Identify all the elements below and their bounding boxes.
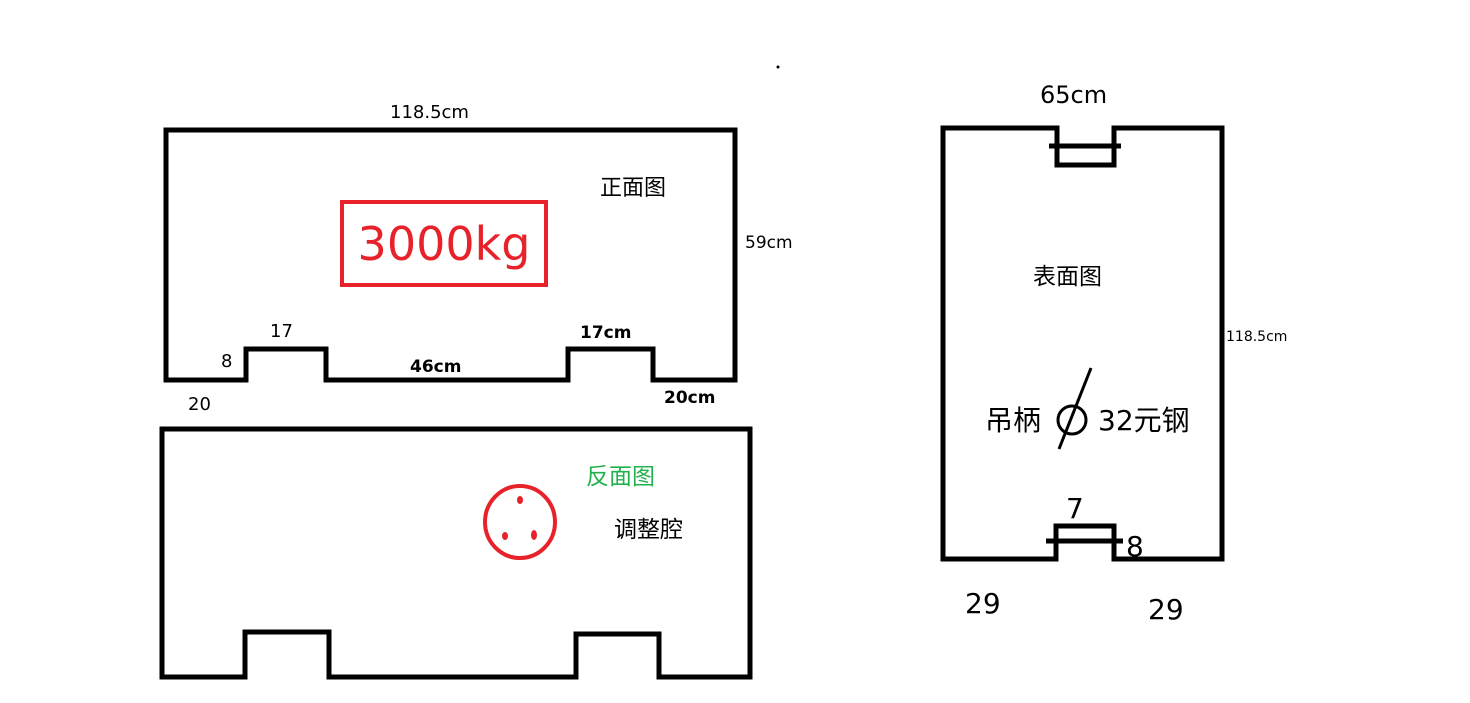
back-view-title: 反面图	[586, 464, 655, 490]
left-edge-label: 20	[188, 394, 211, 415]
cavity-label: 调整腔	[614, 517, 683, 543]
middle-span-label: 46cm	[410, 357, 461, 377]
notch-depth: 8	[221, 351, 232, 372]
weight-box	[340, 200, 548, 287]
stray-dot	[776, 65, 780, 69]
notch-left-width: 17	[270, 321, 293, 342]
top-width-label: 65cm	[1040, 81, 1107, 109]
front-view-outline	[163, 127, 738, 383]
weight-label: 3000kg	[358, 217, 531, 271]
front-view-title: 正面图	[600, 176, 666, 201]
right-edge-label: 20cm	[664, 388, 715, 408]
back-view-outline	[159, 426, 753, 680]
steel-label: 32元钢	[1098, 404, 1190, 437]
notch-right-width: 17cm	[580, 323, 631, 343]
front-width-label: 118.5cm	[390, 102, 469, 123]
diameter-icon	[1056, 367, 1093, 450]
top-view-title: 表面图	[1033, 264, 1102, 290]
adjustment-cavity-icon	[483, 484, 557, 560]
top-view: 65cm 表面图 118.5cm 吊柄 32元钢 7 8 29 29	[940, 81, 1287, 626]
slot-width-label: 7	[1066, 492, 1084, 525]
handle-label: 吊柄	[985, 404, 1041, 437]
bottom-right-label: 29	[1148, 593, 1184, 626]
bottom-left-label: 29	[965, 587, 1001, 620]
slot-depth-label: 8	[1126, 530, 1144, 563]
front-height-label: 59cm	[745, 233, 793, 253]
back-view: 反面图 调整腔	[159, 426, 753, 680]
front-view: 3000kg 118.5cm 正面图 59cm 17 8 46cm 17cm 2…	[163, 102, 793, 415]
top-length-label: 118.5cm	[1226, 329, 1287, 345]
top-view-outline	[940, 125, 1225, 562]
